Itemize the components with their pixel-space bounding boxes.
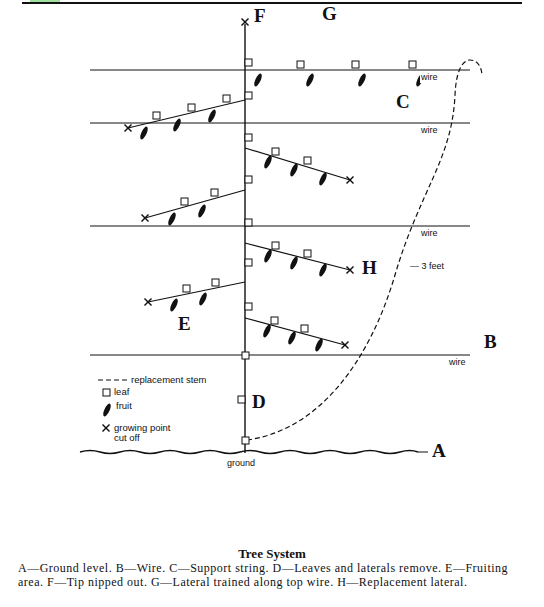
callout-letter: H — [362, 258, 377, 279]
callout-letter: F — [254, 6, 266, 27]
callout-letter: D — [252, 392, 266, 413]
legend-text: fruit — [116, 401, 132, 411]
laterals — [128, 100, 350, 345]
callout-letter: B — [484, 332, 497, 353]
lateral-cuts — [125, 125, 354, 349]
main-stem — [244, 24, 245, 453]
stem-leaves — [238, 59, 252, 444]
top-mark — [30, 0, 60, 2]
wires — [90, 70, 470, 355]
ground-line — [80, 451, 418, 454]
dimension-label: — 3 feet — [409, 262, 445, 272]
wire-label: wire — [420, 126, 439, 136]
cut-point — [242, 19, 249, 26]
top-rule — [22, 2, 522, 4]
callout-letter: E — [178, 314, 191, 335]
figure-caption: A—Ground level. B—Wire. C—Support string… — [18, 562, 528, 589]
figure-title: Tree System — [0, 546, 544, 562]
replacement-stem — [247, 60, 482, 440]
legend-text: replacement stem — [131, 375, 207, 385]
callout-letter: C — [396, 92, 410, 113]
wire-label: wire — [420, 229, 439, 239]
callout-letter: A — [432, 441, 446, 462]
top-lateral — [253, 61, 426, 87]
wire-label: wire — [420, 73, 439, 83]
lateral-leaves — [153, 95, 311, 332]
legend-text: growing point cut off — [114, 423, 184, 444]
wire-label: wire — [448, 358, 467, 368]
ground-label: ground — [226, 459, 256, 469]
a-dash — [418, 452, 428, 453]
fruits — [139, 109, 329, 353]
callout-letter: G — [322, 4, 337, 25]
legend-text: leaf — [114, 387, 129, 397]
